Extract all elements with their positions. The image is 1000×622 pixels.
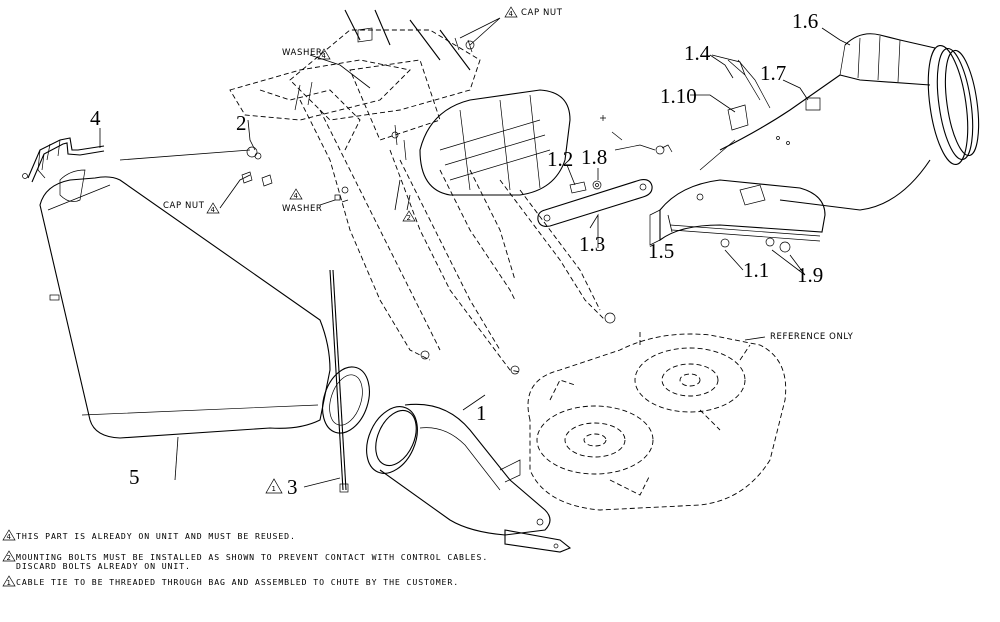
part-1-3-link-arm xyxy=(537,179,653,227)
svg-text:1: 1 xyxy=(272,485,276,493)
callout-4: 4 xyxy=(90,106,101,130)
cap-nut-label-top: 4 CAP NUT xyxy=(504,6,563,18)
callout-1-6: 1.6 xyxy=(792,9,818,33)
svg-text:CABLE TIE TO BE THREADED THROU: CABLE TIE TO BE THREADED THROUGH BAG AND… xyxy=(16,577,459,587)
note1-triangle-marker: 1 xyxy=(265,478,283,494)
callout-3: 3 xyxy=(287,475,298,499)
callout-1-10: 1.10 xyxy=(660,84,697,108)
svg-text:2: 2 xyxy=(7,554,11,562)
part-1-discharge-chute xyxy=(366,403,572,553)
callout-1-1: 1.1 xyxy=(743,258,769,282)
svg-text:WASHER: WASHER xyxy=(282,48,322,58)
part-5-collection-bag xyxy=(39,169,370,439)
callout-1: 1 xyxy=(476,401,487,425)
part-4-bag-handle xyxy=(22,137,105,183)
reference-only-label: REFERENCE ONLY xyxy=(770,332,854,342)
svg-text:4: 4 xyxy=(7,533,12,541)
callout-1-9: 1.9 xyxy=(797,263,823,287)
callout-1-5: 1.5 xyxy=(648,239,674,263)
notes-block: 4 THIS PART IS ALREADY ON UNIT AND MUST … xyxy=(2,529,488,587)
svg-text:DISCARD BOLTS ALREADY ON UNIT.: DISCARD BOLTS ALREADY ON UNIT. xyxy=(16,561,191,571)
text-labels: 4 CAP NUT WASHER 4 CAP NUT 4 4 WASHER 2 xyxy=(163,6,854,494)
hardware-parts xyxy=(241,37,821,203)
callout-1-7: 1.7 xyxy=(760,61,786,85)
svg-text:CAP NUT: CAP NUT xyxy=(521,8,563,18)
note-2: 2 MOUNTING BOLTS MUST BE INSTALLED AS SH… xyxy=(2,550,488,571)
leader-lines xyxy=(99,17,851,488)
svg-text:4: 4 xyxy=(322,52,327,60)
callout-1-4: 1.4 xyxy=(684,41,711,65)
callout-5: 5 xyxy=(129,465,140,489)
svg-text:CAP NUT: CAP NUT xyxy=(163,201,205,211)
washer-label-mid: 4 WASHER xyxy=(282,188,322,214)
part-1-5-deflector xyxy=(649,179,826,253)
part-1-6-elbow xyxy=(699,33,980,211)
mounting-frame xyxy=(229,9,616,375)
note2-triangle-marker: 2 xyxy=(402,210,416,222)
svg-text:1: 1 xyxy=(7,579,11,587)
washer-label-top: WASHER 4 xyxy=(282,48,331,60)
svg-text:4: 4 xyxy=(211,206,216,214)
callout-1-8: 1.8 xyxy=(581,145,607,169)
note-4: 4 THIS PART IS ALREADY ON UNIT AND MUST … xyxy=(2,529,296,541)
cap-nut-label-left: CAP NUT 4 xyxy=(163,201,220,214)
callout-1-2: 1.2 xyxy=(547,147,573,171)
note-1: 1 CABLE TIE TO BE THREADED THROUGH BAG A… xyxy=(2,575,459,587)
callout-2: 2 xyxy=(236,111,247,135)
callout-1-3: 1.3 xyxy=(579,232,605,256)
part-3-cable-tie xyxy=(329,269,349,493)
svg-text:4: 4 xyxy=(294,192,299,200)
svg-text:WASHER: WASHER xyxy=(282,204,322,214)
mower-deck-reference xyxy=(527,330,787,511)
svg-text:MOUNTING BOLTS MUST BE INSTALL: MOUNTING BOLTS MUST BE INSTALLED AS SHOW… xyxy=(16,552,488,562)
svg-text:2: 2 xyxy=(407,214,411,222)
svg-text:THIS PART IS ALREADY ON UNIT A: THIS PART IS ALREADY ON UNIT AND MUST BE… xyxy=(16,531,296,541)
callout-numbers: 4 2 5 3 1 1.6 1.4 1.7 1.10 1.2 1.8 1.3 1… xyxy=(90,9,823,499)
svg-text:4: 4 xyxy=(509,10,514,18)
